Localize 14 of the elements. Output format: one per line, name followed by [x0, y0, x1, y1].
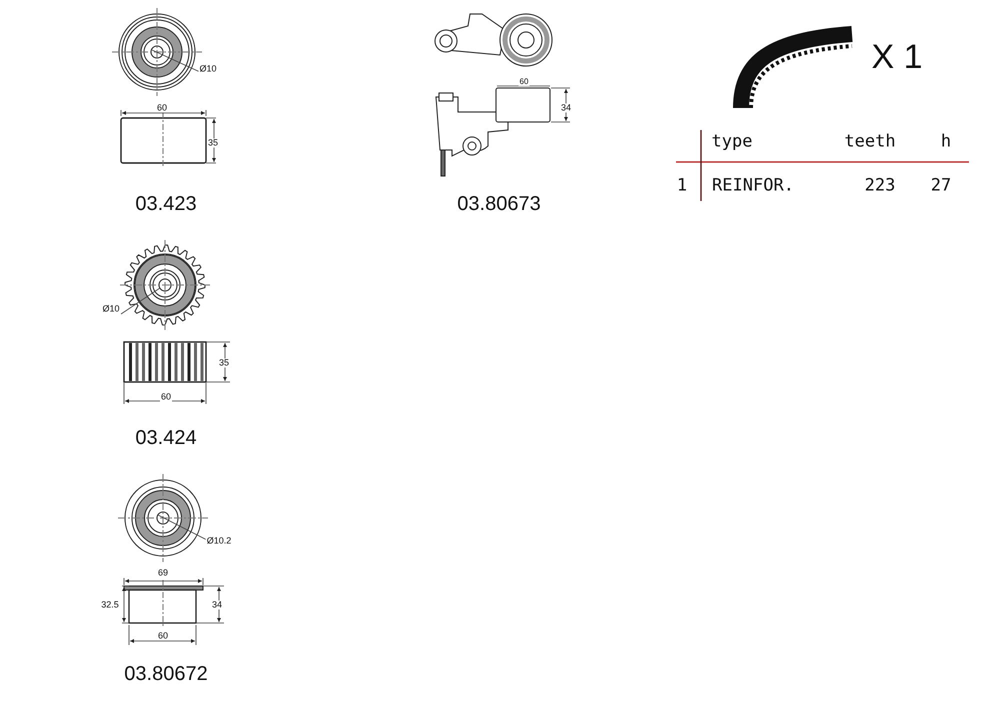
dimension-value: Ø10.2	[206, 536, 232, 546]
dimension-value: 69	[157, 568, 169, 578]
dimension-value: 60	[160, 392, 172, 402]
dimension-value: 35	[218, 358, 230, 368]
dimension-value: 34	[211, 600, 223, 610]
dimension-value: 60	[156, 104, 168, 112]
dimension-value: 34	[560, 104, 572, 112]
dimension-value: 60	[518, 78, 530, 86]
dimension-value: 60	[157, 632, 169, 640]
dimension-value: 35	[207, 138, 219, 148]
dimension-value: 32.5	[100, 600, 120, 610]
dimension-value: Ø10	[198, 64, 218, 74]
dimension-value: Ø10	[102, 304, 120, 314]
column-header: type	[710, 134, 754, 150]
